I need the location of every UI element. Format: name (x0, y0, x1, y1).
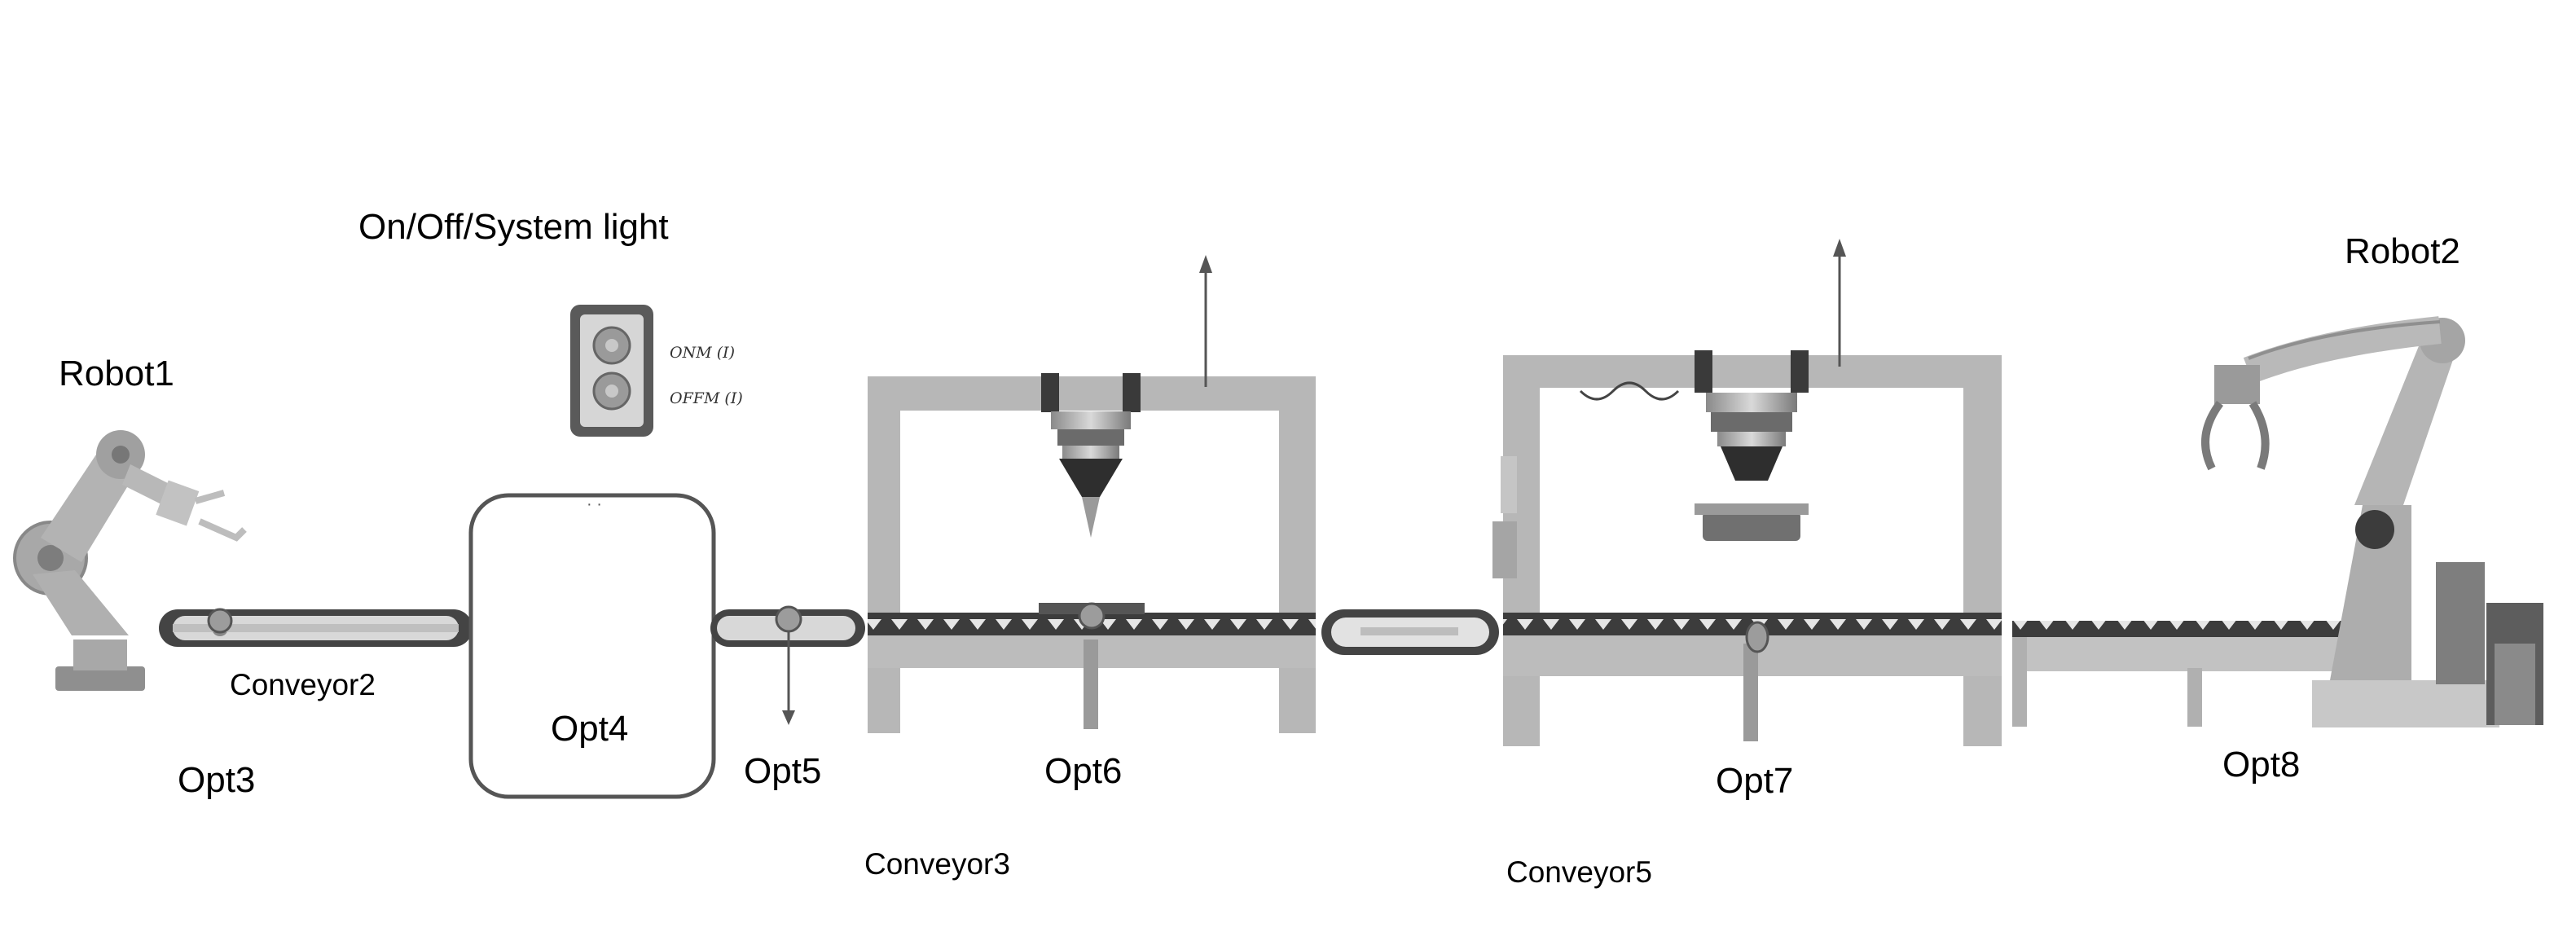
conveyor3-label: Conveyor3 (864, 847, 1010, 881)
opt4-label: Opt4 (551, 709, 629, 749)
switch-on-label: ONM (I) (670, 344, 736, 362)
conveyor2-label: Conveyor2 (230, 668, 376, 701)
machine-frame-2 (1492, 355, 2002, 746)
opt6-label: Opt6 (1044, 751, 1123, 791)
opt7-label: Opt7 (1716, 761, 1794, 801)
opt3-label: Opt3 (178, 760, 256, 800)
conveyor2-belt (159, 609, 473, 647)
opt7-sensor (1745, 621, 1769, 653)
opt8-label: Opt8 (2222, 745, 2301, 785)
frame-1-up-arrow (1199, 255, 1212, 387)
opt6-sensor (1078, 602, 1106, 630)
frame-2-up-arrow (1833, 239, 1846, 367)
spindle-head-1 (1041, 373, 1141, 538)
machine-frame-1 (868, 376, 1316, 733)
opt5-label: Opt5 (744, 751, 822, 791)
spindle-head-2 (1695, 350, 1809, 541)
svg-text:· ·: · · (587, 495, 602, 513)
opt4-station: · · (468, 493, 716, 799)
robot2-arm (2201, 316, 2543, 727)
robot1-label: Robot1 (59, 354, 174, 393)
conveyor5-label: Conveyor5 (1506, 855, 1652, 889)
middle-oval-conveyor (1321, 609, 1499, 655)
opt3-sensor (207, 608, 233, 634)
switch-off-label: OFFM (I) (670, 389, 743, 407)
system-light-switch (570, 305, 653, 437)
opt5-sensor (775, 605, 802, 725)
system-light-label: On/Off/System light (358, 207, 669, 247)
conveyor-to-robot2 (2012, 621, 2387, 727)
robot2-label: Robot2 (2345, 231, 2460, 271)
robot1-arm (13, 430, 247, 691)
